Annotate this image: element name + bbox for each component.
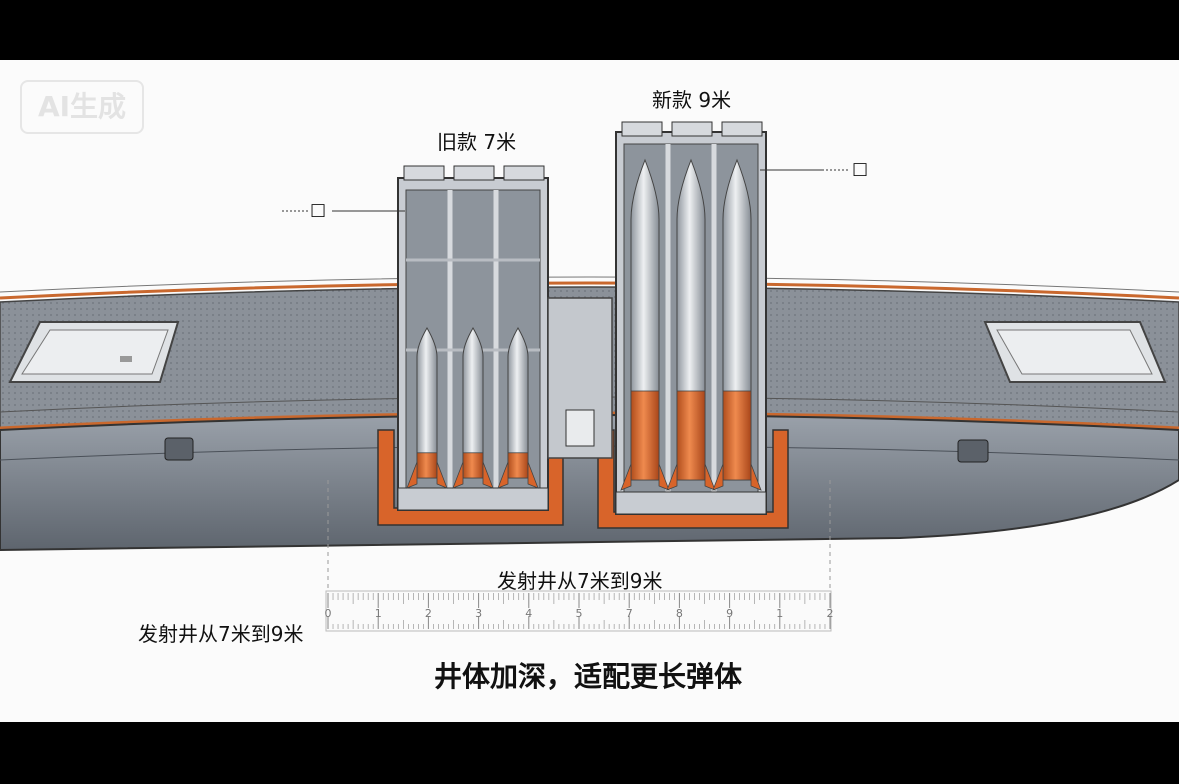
old-missile-3 <box>497 327 539 489</box>
ruler-tick-label: 3 <box>475 607 482 620</box>
dimension-guides <box>327 480 831 632</box>
ruler-tick-label: 1 <box>776 607 783 620</box>
new-missile-1 <box>620 158 670 491</box>
new-missile-3 <box>712 158 762 491</box>
old-silo-label: 旧款 7米 <box>437 130 517 154</box>
ruler-tick-label: 0 <box>325 607 332 620</box>
ruler-caption-left: 发射井从7米到9米 <box>138 622 304 646</box>
old-missile-2 <box>452 327 494 489</box>
illustration-canvas: 0 1 2 3 4 5 7 8 9 1 2 AI生成 旧款 7米 新款 9米 □ □ 发射井从7米到… <box>0 60 1179 722</box>
center-cabin <box>547 297 613 459</box>
ruler: 0 1 2 3 4 5 7 8 9 1 2 <box>325 590 834 632</box>
letterbox-bottom <box>0 722 1179 782</box>
new-missiles <box>620 158 762 491</box>
new-silo-label: 新款 9米 <box>652 88 732 112</box>
footer-title: 井体加深，适配更长弹体 <box>434 660 743 693</box>
ruler-tick-label: 2 <box>827 607 834 620</box>
ruler-caption-top: 发射井从7米到9米 <box>497 569 663 593</box>
ship-hull <box>0 414 1179 552</box>
ruler-tick-label: 8 <box>676 607 683 620</box>
old-missiles <box>406 327 539 489</box>
ruler-tick-label: 5 <box>576 607 583 620</box>
ai-watermark: AI生成 <box>20 80 144 134</box>
ruler-tick-label: 9 <box>726 607 733 620</box>
callout-lines <box>282 169 850 212</box>
ruler-tick-label: 4 <box>525 607 532 620</box>
old-missile-1 <box>406 327 448 489</box>
ruler-tick-label: 7 <box>626 607 633 620</box>
hatch-right <box>983 321 1167 383</box>
new-missile-2 <box>666 158 716 491</box>
new-silo-well <box>597 429 789 529</box>
callout-left-marker: □ <box>310 200 327 220</box>
ruler-tick-label: 1 <box>375 607 382 620</box>
hatch-left <box>8 321 180 383</box>
letterbox-top <box>0 0 1179 60</box>
ruler-tick-label: 2 <box>425 607 432 620</box>
callout-right-marker: □ <box>852 159 869 179</box>
ship-diagram: 0 1 2 3 4 5 7 8 9 1 2 <box>0 121 1179 632</box>
